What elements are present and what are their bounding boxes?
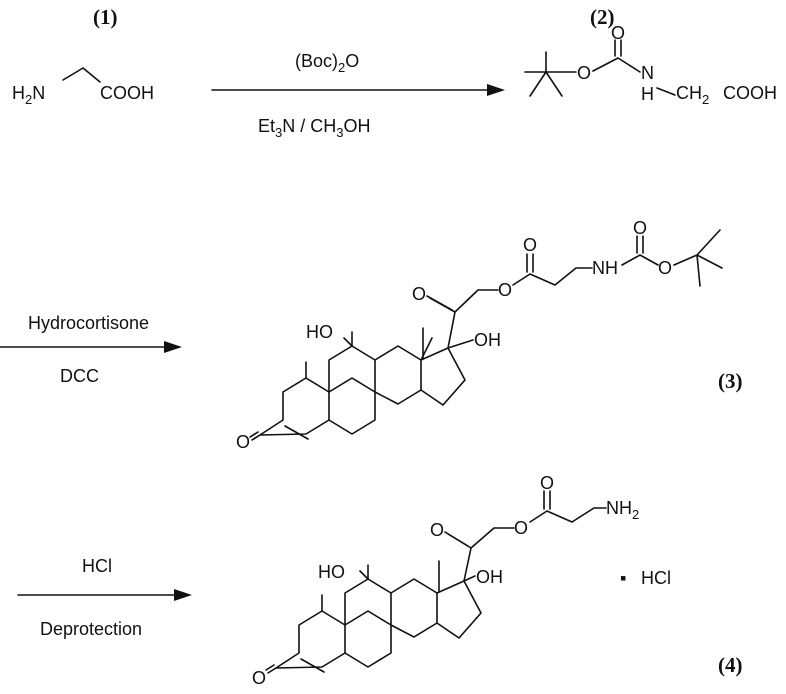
compound-2-acid-label: COOH [723,83,777,103]
compound-4-side-chain-bonds [444,527,515,582]
compound-2-carbamate-bonds [592,39,641,73]
compound-2-n-ch2-bond [656,87,676,96]
compound-3-side-chain-bonds [426,289,499,349]
compound-4-number: (4) [718,653,743,677]
step-1-arrow-head [487,84,505,96]
compound-2-number: (2) [590,5,615,29]
compound-2-boc-glycine: (2) O O N H CH2 COOH [524,5,777,107]
reaction-step-3: HCl Deprotection [17,556,192,639]
compound-3-glycinate-bonds [512,253,593,286]
compound-4-ring-d [436,580,482,639]
compound-4-ester-oxygen: O [514,518,528,538]
compound-3-ester-oxygen: O [498,280,512,300]
compound-3-ester-carbonyl-oxygen: O [523,235,537,255]
compound-2-tbutyl-bonds [524,51,577,97]
step-1-reagent-bottom: Et3N / CH3OH [258,116,370,140]
compound-4-ring-c-left [344,564,392,626]
compound-3-boc-carbonyl-bonds [621,235,659,266]
compound-3-c17-oh-bond [447,339,474,349]
compound-4-ring-b [344,610,392,668]
compound-4-amine-label: NH2 [606,498,639,522]
compound-1-number: (1) [93,5,118,29]
step-2-reagent-top: Hydrocortisone [28,313,149,333]
compound-3-ring-a [259,377,330,436]
compound-1-bonds [62,67,101,83]
compound-1-glycine: (1) H2N COOH [12,5,154,107]
step-3-arrow-head [174,589,192,601]
compound-3-ring-ketone-oxygen: O [236,432,250,452]
compound-4-c17-hydroxyl: OH [476,567,503,587]
compound-4-c17-oh-bond [463,575,476,582]
compound-4-ring-a [275,610,346,669]
compound-4-salt-label: HCl [641,568,671,588]
compound-4-ring-a-double-bond [300,658,325,673]
step-2-arrow-head [164,341,182,353]
compound-3-boc-ester-oxygen: O [658,258,672,278]
step-1-reagent-top: (Boc)2O [295,51,359,75]
step-2-reagent-bottom: DCC [60,366,99,386]
compound-3-number: (3) [718,369,743,393]
compound-3-side-ketone-oxygen: O [412,284,426,304]
compound-4-ring-ketone-bond [265,664,277,674]
compound-3-boc-carbonyl-oxygen: O [633,218,647,238]
reaction-step-1: (Boc)2O Et3N / CH3OH [211,51,505,140]
compound-1-acid-label: COOH [100,83,154,103]
compound-4-c11-oh-bond [359,570,369,580]
compound-3-ring-ketone-bond [249,431,261,441]
compound-2-nitrogen: N [641,63,654,83]
compound-3-nh-label: NH [592,258,618,278]
compound-4-side-ketone-oxygen: O [430,520,444,540]
compound-4-ring-ketone-oxygen: O [252,668,266,688]
compound-4-glycinate-bonds [529,490,607,523]
compound-4-ring-c [390,578,438,638]
compound-3-ring-c [374,345,422,405]
compound-3-ring-c-left [328,331,376,393]
compound-3-ring-b [328,377,376,435]
compound-2-carbonyl-oxygen: O [611,23,625,43]
step-3-reagent-top: HCl [82,556,112,576]
compound-4-salt-dot: ▪ [620,568,626,588]
compound-3-tbutyl-bonds [673,229,723,287]
compound-2-ch2-label: CH2 [676,83,709,107]
compound-3-ring-d [420,337,466,406]
compound-4-c11-hydroxyl: HO [318,562,345,582]
compound-3-ring-a-double-bond [284,425,309,440]
compound-3-boc-glycinate-hydrocortisone: (3) O HO OH O O O NH O O [236,218,743,452]
compound-4-ester-carbonyl-oxygen: O [540,473,554,493]
compound-3-c17-hydroxyl: OH [474,330,501,350]
compound-2-nh-hydrogen: H [641,84,654,104]
compound-2-ester-oxygen: O [577,63,591,83]
reaction-step-2: Hydrocortisone DCC [0,313,182,386]
compound-1-amine-label: H2N [12,83,45,107]
step-3-reagent-bottom: Deprotection [40,619,142,639]
compound-3-c11-hydroxyl: HO [306,322,333,342]
compound-4-glycinate-hydrocortisone-hcl: (4) O HO OH O O O NH2 ▪ HCl [252,473,743,688]
compound-3-c11-oh-bond [343,337,353,347]
